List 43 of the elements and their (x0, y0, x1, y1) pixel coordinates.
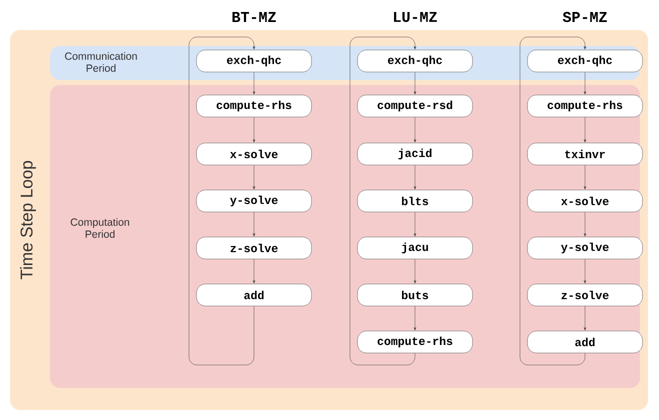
arrow (252, 117, 256, 142)
arrow (252, 212, 256, 236)
arrow (414, 259, 416, 284)
step-box: z-solve (527, 284, 643, 306)
step-box: compute-rhs (196, 94, 312, 118)
step-box: exch-qhc (196, 50, 312, 72)
arrow (584, 212, 586, 236)
step-box: txinvr (527, 142, 643, 166)
step-box: compute-rhs (357, 330, 473, 354)
arrow (584, 72, 586, 94)
step-box: compute-rsd (357, 94, 473, 118)
arrow (584, 117, 586, 142)
column-title: LU-MZ (394, 12, 437, 22)
arrow (414, 117, 416, 142)
arrow (252, 72, 256, 94)
step-box: jacu (357, 236, 473, 260)
column-title: SP-MZ (562, 12, 607, 22)
step-box: add (196, 284, 312, 306)
arrow (252, 259, 256, 284)
step-box: y-solve (527, 236, 643, 260)
step-box: exch-qhc (357, 50, 473, 72)
step-box: y-solve (196, 190, 312, 212)
loop-arrow (188, 36, 256, 366)
step-box: x-solve (196, 142, 312, 166)
arrow (414, 306, 416, 330)
arrow (414, 212, 416, 236)
step-box: z-solve (196, 236, 312, 260)
step-box: blts (357, 190, 473, 212)
step-box: exch-qhc (527, 50, 643, 72)
loop-arrow (520, 36, 586, 366)
step-box: compute-rhs (527, 94, 643, 118)
loop-arrow (350, 36, 416, 366)
step-box: add (527, 330, 643, 354)
step-box: jacid (357, 142, 473, 166)
step-box: x-solve (527, 190, 643, 212)
arrow (414, 165, 416, 190)
arrow (584, 259, 586, 284)
arrow (414, 72, 416, 94)
column-title: BT-MZ (232, 12, 276, 22)
step-box: buts (357, 284, 473, 306)
arrow (252, 165, 256, 190)
arrow (584, 306, 586, 330)
arrow (584, 165, 586, 190)
